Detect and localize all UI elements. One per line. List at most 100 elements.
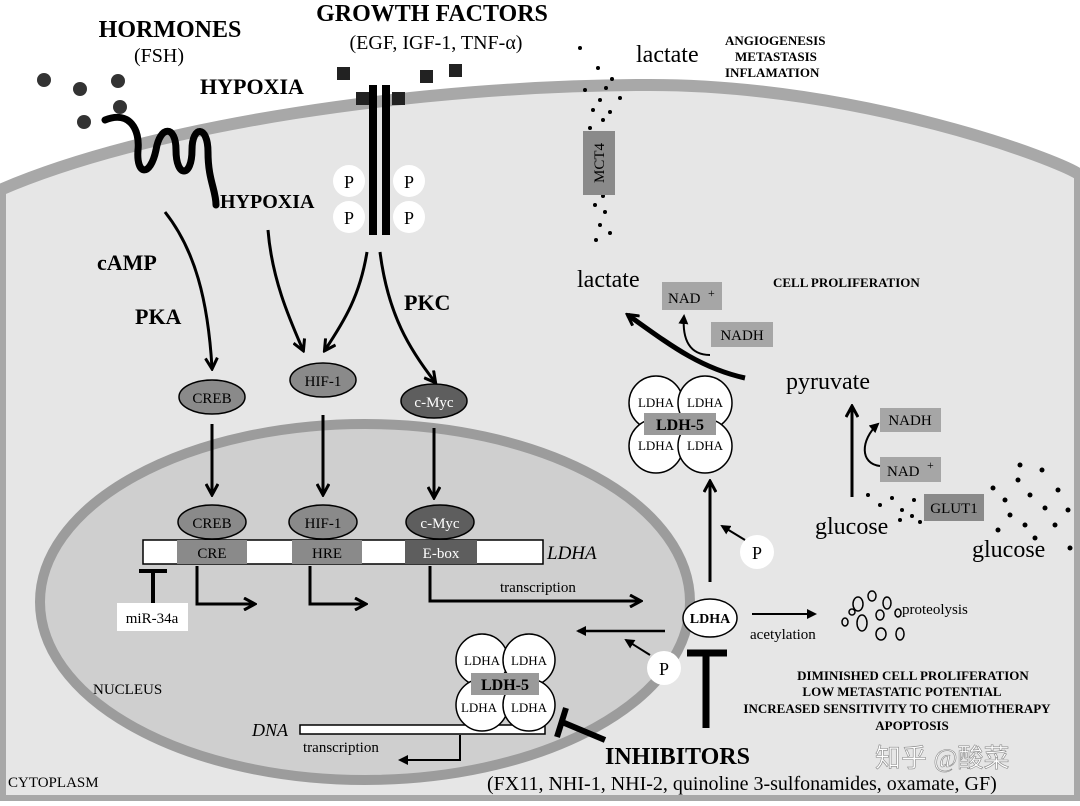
pka-label: PKA bbox=[135, 304, 182, 329]
ldha-monomer-label: LDHA bbox=[690, 612, 731, 627]
dna-transcription-label: transcription bbox=[303, 740, 379, 756]
mir34a-label: miR-34a bbox=[126, 611, 179, 627]
ldha-gene-promoter: CRE HRE E-box bbox=[142, 539, 544, 565]
hypoxia-outer-label: HYPOXIA bbox=[200, 74, 304, 99]
nad-plus-sup-2: + bbox=[927, 458, 934, 472]
transcription-start-arrows bbox=[195, 566, 640, 604]
hif1-label: HIF-1 bbox=[305, 374, 342, 390]
glut1-transporter bbox=[924, 494, 984, 521]
phospho-cyto: P bbox=[740, 535, 774, 569]
ldha-subunit: LDHA bbox=[461, 700, 498, 715]
receptor-phosphorylation: P P P P bbox=[333, 165, 425, 233]
glucose-outside-label: glucose bbox=[972, 537, 1045, 563]
hormones-sub-label: (FSH) bbox=[134, 45, 184, 67]
effect-diminished-proliferation: DIMINISHED CELL PROLIFERATION bbox=[797, 668, 1029, 683]
phospho-label: P bbox=[404, 208, 414, 228]
cre-element: CRE bbox=[197, 546, 226, 562]
proteolysis-fragments bbox=[841, 590, 905, 641]
ldha-subunit: LDHA bbox=[638, 395, 675, 410]
nadh-box-2 bbox=[880, 408, 941, 432]
growth-factor-squares bbox=[337, 64, 462, 105]
ldh5-label: LDH-5 bbox=[481, 677, 529, 694]
pkc-label: PKC bbox=[404, 290, 450, 315]
ldha-subunit: LDHA bbox=[687, 438, 724, 453]
growth-factors-label: GROWTH FACTORS bbox=[316, 1, 548, 27]
camp-label: cAMP bbox=[97, 250, 157, 275]
dna-strand bbox=[299, 724, 546, 735]
ldha-subunit: LDHA bbox=[511, 653, 548, 668]
ldha-subunit: LDHA bbox=[687, 395, 724, 410]
nucleus-label: NUCLEUS bbox=[93, 682, 162, 698]
nad-plus-label: NAD bbox=[668, 291, 701, 307]
phospho-nuclear: P bbox=[647, 651, 681, 685]
growth-factors-sub-label: (EGF, IGF-1, TNF-α) bbox=[350, 32, 523, 54]
creb-cytoplasm: CREB bbox=[178, 379, 246, 415]
gpcr-receptor-icon bbox=[101, 113, 220, 209]
cytoplasmic-ldh5-tetramer: LDHA LDHA LDHA LDHA LDH-5 bbox=[628, 375, 733, 474]
nuclear-ldh5-tetramer: LDHA LDHA LDHA LDHA LDH-5 bbox=[455, 633, 556, 732]
pyruvate-label: pyruvate bbox=[786, 369, 870, 395]
creb-label: CREB bbox=[192, 516, 231, 532]
receptor-to-hif1-arrow bbox=[325, 251, 369, 350]
nadh-to-nad-arrow bbox=[678, 314, 711, 356]
creb-nuclear: CREB bbox=[177, 504, 247, 540]
glut1-label: GLUT1 bbox=[930, 501, 978, 517]
inhibition-effects: DIMINISHED CELL PROLIFERATION LOW METAST… bbox=[743, 668, 1051, 733]
effect-low-metastatic: LOW METASTATIC POTENTIAL bbox=[802, 684, 1001, 699]
mir34a-box bbox=[117, 603, 188, 631]
acetylation-label: acetylation bbox=[750, 627, 816, 643]
lactate-label: lactate bbox=[577, 267, 640, 293]
ldha-subunit: LDHA bbox=[638, 438, 675, 453]
hif1-cytoplasm: HIF-1 bbox=[289, 362, 357, 398]
hre-element: HRE bbox=[312, 546, 342, 562]
cmyc-cytoplasm: c-Myc bbox=[400, 383, 468, 419]
transcription-label: transcription bbox=[500, 580, 576, 596]
effect-chemo-sensitivity: INCREASED SENSITIVITY TO CHEMIOTHERAPY bbox=[743, 701, 1051, 716]
inhibitors-title: INHIBITORS bbox=[605, 744, 750, 770]
glucose-inside-label: glucose bbox=[815, 514, 888, 540]
phospho-label: P bbox=[344, 172, 354, 192]
cmyc-label: c-Myc bbox=[420, 516, 459, 532]
nad-plus-box bbox=[662, 282, 722, 310]
hif1-label: HIF-1 bbox=[305, 516, 342, 532]
creb-label: CREB bbox=[192, 391, 231, 407]
ldh5-inhibition-bar bbox=[554, 707, 607, 743]
dna-label: DNA bbox=[251, 720, 289, 740]
nadh-label-2: NADH bbox=[888, 413, 931, 429]
ebox-element: E-box bbox=[423, 546, 460, 562]
receptor-to-cmyc-arrow bbox=[378, 251, 435, 382]
growth-factor-receptor-icon bbox=[369, 85, 390, 235]
lactate-outside-label: lactate bbox=[636, 42, 699, 68]
nad-to-nadh-arrow bbox=[863, 422, 881, 467]
ldha-subunit: LDHA bbox=[464, 653, 501, 668]
ldha-monomer: LDHA bbox=[682, 598, 738, 638]
ldh5-label: LDH-5 bbox=[656, 417, 704, 434]
pyruvate-to-lactate-arrow bbox=[628, 315, 746, 381]
nadh-label: NADH bbox=[720, 328, 763, 344]
nad-plus-label-2: NAD bbox=[887, 464, 920, 480]
glucose-dots bbox=[866, 462, 1073, 551]
cmyc-nuclear: c-Myc bbox=[405, 504, 475, 540]
ldha-gene-name: LDHA bbox=[546, 543, 597, 564]
hormones-label: HORMONES bbox=[99, 17, 242, 43]
inhibitors-list: (FX11, NHI-1, NHI-2, quinoline 3-sulfona… bbox=[487, 773, 997, 795]
signaling-arrows bbox=[163, 211, 435, 382]
camp-to-creb-arrow bbox=[163, 211, 212, 368]
cmyc-label: c-Myc bbox=[414, 395, 453, 411]
angiogenesis-metastasis-inflamation: ANGIOGENESIS METASTASIS INFLAMATION bbox=[725, 33, 825, 80]
hypoxia-to-hif1-arrow bbox=[266, 229, 303, 350]
outcome-metastasis: METASTASIS bbox=[735, 49, 817, 64]
hormone-dots bbox=[37, 73, 127, 129]
phospho-nuclear-arrow bbox=[624, 638, 651, 656]
nad-plus-box-2 bbox=[880, 457, 941, 482]
mct4-label: MCT4 bbox=[592, 143, 608, 184]
watermark: 知乎 @酸菜 bbox=[875, 744, 1009, 773]
hif1-nuclear: HIF-1 bbox=[288, 504, 358, 540]
dna-transcription-arrow bbox=[398, 735, 461, 765]
outcome-angiogenesis: ANGIOGENESIS bbox=[725, 33, 825, 48]
phospho-label: P bbox=[659, 659, 669, 679]
cytoplasm-label: CYTOPLASM bbox=[8, 775, 99, 791]
outcome-inflamation: INFLAMATION bbox=[725, 65, 820, 80]
